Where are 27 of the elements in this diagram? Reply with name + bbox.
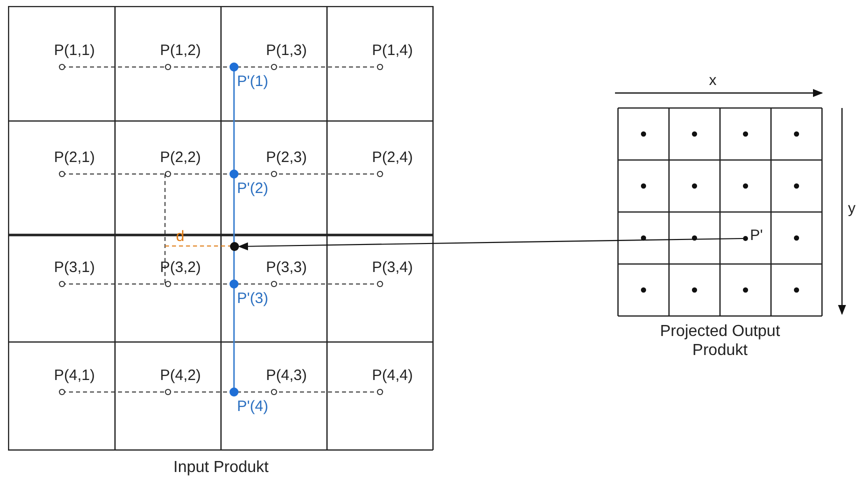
point-label: P(4,1): [54, 367, 95, 384]
axis-label: x: [709, 72, 716, 89]
point-label: P(2,2): [160, 149, 201, 166]
point-label: P(3,1): [54, 259, 95, 276]
point-label: P(3,4): [372, 259, 413, 276]
grid-caption: Projected Output Produkt: [658, 322, 782, 360]
point-label: P(1,2): [160, 42, 201, 59]
grid-caption: Input Produkt: [172, 458, 270, 477]
point-label: P(3,3): [266, 259, 307, 276]
arrow: [238, 238, 743, 250]
point-label: P(2,1): [54, 149, 95, 166]
point-label: P(4,2): [160, 367, 201, 384]
point-label: P(3,2): [160, 259, 201, 276]
point-label: P'(4): [237, 398, 268, 415]
point-label: P'(2): [237, 180, 268, 197]
point-label: P(1,3): [266, 42, 307, 59]
point-label: P(1,1): [54, 42, 95, 59]
point-label: P'(1): [237, 73, 268, 90]
point-label: P': [750, 227, 763, 244]
point-label: P(2,4): [372, 149, 413, 166]
point-label: P'(3): [237, 290, 268, 307]
point-marker: [230, 242, 239, 251]
point-label: P(4,3): [266, 367, 307, 384]
point-label: P(1,4): [372, 42, 413, 59]
point-label: P(2,3): [266, 149, 307, 166]
axis-label: y: [848, 200, 856, 217]
point-label: P(4,4): [372, 367, 413, 384]
